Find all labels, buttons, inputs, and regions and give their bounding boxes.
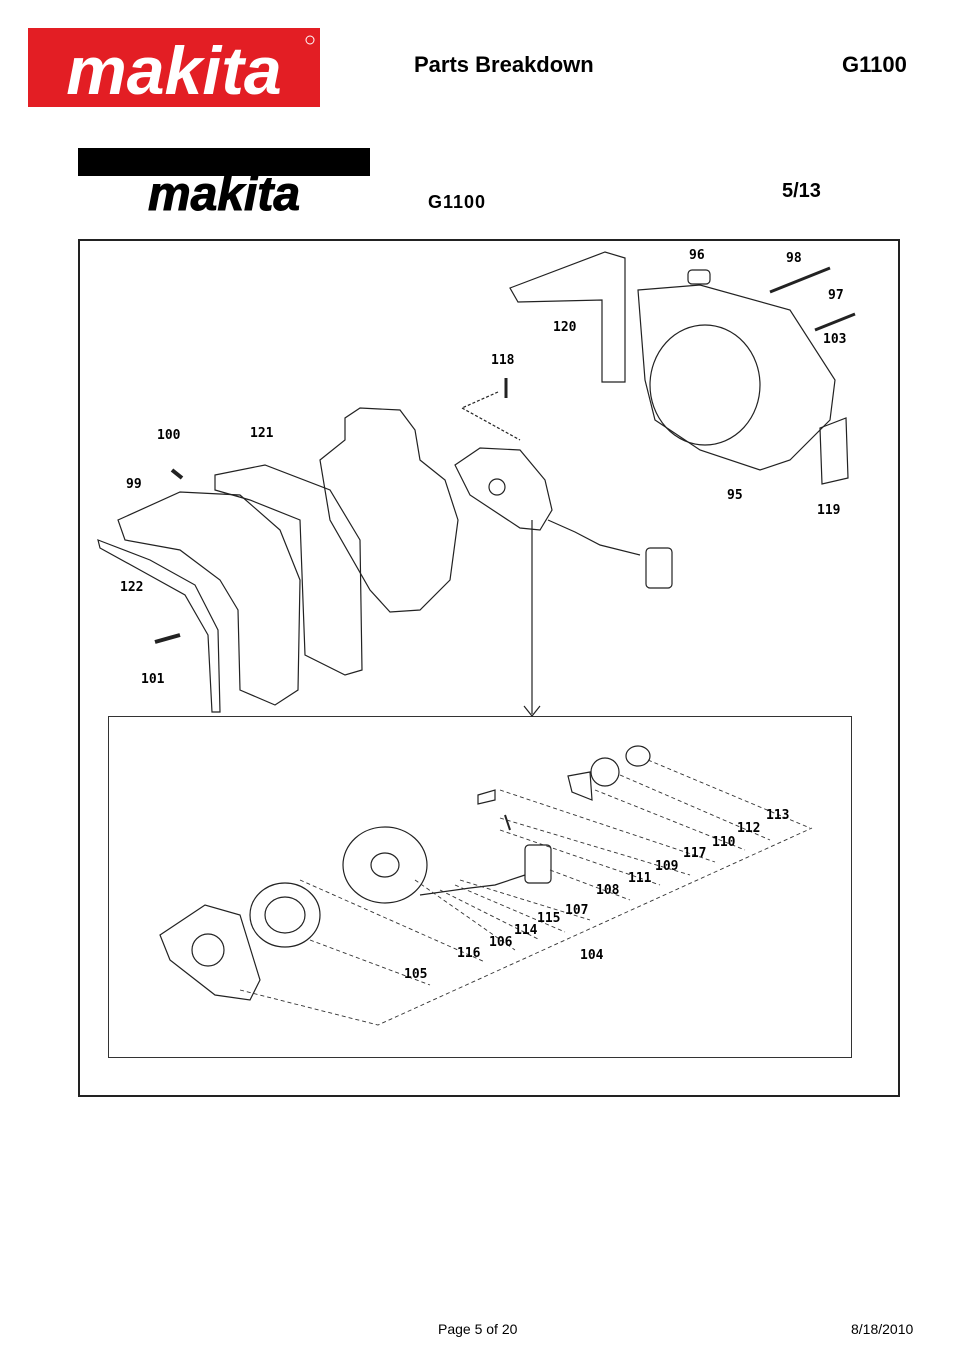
sheet-logo-mark: makita [78, 148, 370, 222]
part-label-95: 95 [727, 488, 743, 503]
starter-case-drawing [159, 904, 261, 1001]
pawl-117-drawing [477, 789, 496, 805]
part-label-117: 117 [683, 846, 707, 861]
sheet-logo-text: makita [148, 168, 300, 214]
starter-rope-drawing [547, 519, 641, 556]
ring-113-drawing [625, 745, 651, 767]
part-label-101: 101 [141, 672, 165, 687]
plate-119-drawing [819, 417, 849, 485]
part-label-106: 106 [489, 935, 513, 950]
part-label-113: 113 [766, 808, 790, 823]
detail-arrow [523, 520, 541, 717]
shroud-121-drawing [214, 464, 363, 676]
starter-cover-hole [488, 478, 506, 496]
part-label-103: 103 [823, 332, 847, 347]
part-label-96: 96 [689, 248, 705, 263]
part-label-111: 111 [628, 871, 652, 886]
diagram-frame [78, 239, 900, 1097]
leader-118 [461, 391, 521, 441]
part-label-105: 105 [404, 967, 428, 982]
part-label-122: 122 [120, 580, 144, 595]
engine-drawing [319, 407, 459, 613]
starter-detail-frame [108, 716, 852, 1058]
spring-111-drawing [504, 814, 511, 831]
part-label-112: 112 [737, 821, 761, 836]
bolt-100-drawing [170, 468, 184, 480]
part-label-114: 114 [514, 923, 538, 938]
makita-logo-mark: makita [66, 33, 315, 107]
sheet-model-number: G1100 [428, 192, 487, 212]
bolt-97-drawing [814, 312, 856, 332]
top-cover-99-drawing [117, 491, 301, 706]
part-label-115: 115 [537, 911, 561, 926]
spiral-spring-105-drawing [249, 882, 321, 948]
part-label-119: 119 [817, 503, 841, 518]
model-number: G1100 [842, 52, 907, 77]
grommet-96-drawing [687, 269, 711, 285]
part-label-118: 118 [491, 353, 515, 368]
pipe-drawing [509, 251, 626, 383]
makita-logo-text: makita [66, 33, 281, 107]
part-label-109: 109 [655, 859, 679, 874]
part-label-97: 97 [828, 288, 844, 303]
handle-108-drawing [524, 844, 552, 884]
spiral-spring-inner [264, 896, 306, 934]
sheet-makita-logo: makita [78, 148, 370, 222]
rope-reel-hub [370, 852, 400, 878]
washer-112-drawing [590, 757, 620, 787]
part-label-121: 121 [250, 426, 274, 441]
part-label-120: 120 [553, 320, 577, 335]
part-label-99: 99 [126, 477, 142, 492]
rope-reel-106-drawing [342, 826, 428, 904]
footer-page-count: Page 5 of 20 [438, 1321, 518, 1337]
part-label-116: 116 [457, 946, 481, 961]
part-label-100: 100 [157, 428, 181, 443]
part-label-107: 107 [565, 903, 589, 918]
ratchet-110-drawing [567, 771, 593, 801]
part-label-110: 110 [712, 835, 736, 850]
starter-case-hub [191, 933, 225, 967]
bolt-98-drawing [769, 266, 831, 294]
fan-housing-drawing [637, 284, 836, 471]
makita-logo: makita [28, 28, 320, 107]
page-title: Parts Breakdown [414, 52, 594, 77]
part-label-104: 104 [580, 948, 604, 963]
fan-housing-opening [649, 324, 761, 446]
starter-handle-drawing [645, 547, 673, 589]
bolt-101-drawing [154, 633, 181, 644]
starter-cover-drawing [454, 447, 553, 531]
rubber-strip-122-drawing [97, 539, 221, 713]
leader-lines [239, 759, 813, 1026]
part-label-98: 98 [786, 251, 802, 266]
sheet-page-number: 5/13 [782, 180, 821, 202]
part-label-108: 108 [596, 883, 620, 898]
footer-date: 8/18/2010 [851, 1321, 914, 1337]
rope-107-drawing [419, 874, 526, 896]
